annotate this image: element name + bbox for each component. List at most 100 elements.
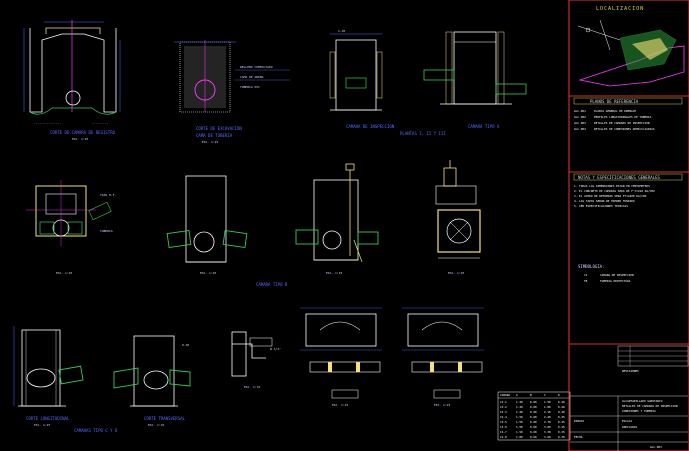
notes-list: 1. TODAS LAS DIMENSIONES ESTAN EN CENTIM… (574, 184, 655, 208)
scale-d11: ESC. 1:10 (244, 385, 260, 389)
svg-text:1.20: 1.20 (338, 29, 345, 33)
legend-code: ALC-002 (574, 115, 586, 119)
section-caption-1: PLANTAS I, II Y III (400, 131, 446, 136)
detail-tapa-2 (402, 307, 484, 399)
legend-text: PERFILES LONGITUDINALES DE TUBERIA (594, 115, 652, 119)
sheet-code: ALC-003 (650, 445, 662, 449)
table-cell: 0.20 (558, 400, 565, 404)
table-cell: 0.25 (558, 430, 565, 434)
table-cell: 0.20 (558, 410, 565, 414)
note-item: 3. EL ACERO DE REFUERZO SERA FY=4200 KG/… (574, 194, 647, 198)
table-cell: 2.40 (544, 415, 551, 419)
scale-d6: ESC. 1:25 (200, 271, 216, 275)
date-label: FECHA (574, 435, 583, 439)
table-cell: CI-5 (500, 420, 507, 424)
detail-corte-tipo-b-3 (435, 160, 481, 259)
table-cell: 0.60 (530, 410, 537, 414)
detail-tapa-1 (300, 307, 382, 399)
symbols-title: SIMBOLOGIA: (578, 264, 605, 269)
svg-text:CAMA DE ARENA: CAMA DE ARENA (240, 75, 264, 79)
svg-text:TUBERIA PVC: TUBERIA PVC (240, 85, 260, 89)
svg-text:TAPA H.F.: TAPA H.F. (100, 193, 116, 197)
table-cell: 0.60 (530, 415, 537, 419)
table-cell: 2.10 (544, 410, 551, 414)
scale-d2: ESC. 1:25 (202, 140, 218, 144)
project-name: ALCANTARILLADO SANITARIO (622, 399, 663, 403)
svg-text:---------------: --------------- (34, 121, 61, 125)
scale-d1: ESC. 1:25 (72, 137, 88, 141)
legend-code: ALC-004 (574, 127, 586, 131)
symbol-code: CI (584, 273, 588, 277)
caption-d1: CORTE DE CAMARA DE REGISTRO (50, 130, 116, 135)
sheet-title: DETALLES DE CAMARAS DE INSPECCION (622, 404, 678, 408)
table-cell: 0.60 (530, 420, 537, 424)
caption-d9: CORTE LONGITUDINAL (26, 416, 70, 421)
table-cell: 1.20 (516, 410, 523, 414)
table-cell: CI-3 (500, 410, 507, 414)
section-caption-3: CAMARAS TIPO C Y D (74, 428, 118, 433)
table-cell: CI-1 (500, 400, 507, 404)
table-cell: 0.30 (558, 435, 565, 439)
svg-text:0.20: 0.20 (182, 343, 189, 347)
scale-d9: ESC. 1:25 (34, 423, 50, 427)
caption-d10: CORTE TRANSVERSAL (144, 416, 186, 421)
detail-corte-tipo-b-1 (166, 175, 248, 263)
legend-text: PLANTA GENERAL DE DRENAJE (594, 109, 636, 113)
table-cell: 0.20 (558, 405, 565, 409)
table-cell: CI-7 (500, 430, 507, 434)
table-cell: 3.00 (544, 425, 551, 429)
table-cell: 2.70 (544, 420, 551, 424)
scale-d13: ESC. 1:25 (434, 403, 450, 407)
drawn-label: DIBUJO (574, 419, 584, 423)
note-item: 1. TODAS LAS DIMENSIONES ESTAN EN CENTIM… (574, 184, 650, 188)
scale-label: ESCALA (622, 419, 632, 423)
table-cell: 1.80 (516, 435, 523, 439)
detail-excavacion: RELLENO COMPACTADO CAMA DE ARENA TUBERIA… (174, 40, 290, 113)
note-item: 4. LAS TAPAS SERAN DE HIERRO FUNDIDO (574, 199, 635, 203)
sheet-subtitle: CONEXIONES Y TUBERIA (622, 409, 656, 413)
symbol-text: CAMARA DE INSPECCION (600, 273, 634, 277)
table-header: D (558, 393, 560, 397)
detail-planta-camara: TAPA H.F. TUBERIA (26, 180, 116, 246)
table-header: A (516, 393, 518, 397)
table-cell: 1.80 (544, 405, 551, 409)
symbol-text: TUBERIA PROYECTADA (600, 279, 631, 283)
svg-text:---------: --------- (92, 121, 108, 125)
section-caption-2: CAMARA TIPO B (256, 282, 288, 287)
table-cell: 3.60 (544, 435, 551, 439)
legend-code: ALC-001 (574, 109, 586, 113)
detail-corte-longitudinal (13, 326, 84, 407)
note-item: 5. VER ESPECIFICACIONES TECNICAS (574, 204, 628, 208)
legend-text: DETALLES DE CONEXIONES DOMICILIARIAS (594, 127, 655, 131)
detail-corte-tipo-b-2 (295, 163, 379, 263)
location-map (577, 19, 685, 87)
symbol-code: TB (584, 279, 588, 283)
caption-d4: CAMARA TIPO A (468, 124, 500, 129)
table-cell: 1.50 (516, 420, 523, 424)
detail-corte-transversal: 0.20 (113, 335, 191, 407)
table-cell: 0.25 (558, 425, 565, 429)
location-title: LOCALIZACION (596, 6, 644, 12)
scale-value: INDICADAS (622, 425, 637, 429)
table-cell: 0.25 (558, 420, 565, 424)
table-cell: CI-6 (500, 425, 507, 429)
detail-camara-tipo-a (423, 31, 527, 105)
table-cell: 0.60 (530, 430, 537, 434)
svg-text:Ø 3/4": Ø 3/4" (270, 346, 281, 351)
legend-text: DETALLES DE CAMARAS DE INSPECCION (594, 121, 650, 125)
detail-camara-registro: --------------- --------- (23, 20, 121, 125)
table-header: C (544, 393, 546, 397)
scale-d7: ESC. 1:25 (326, 271, 342, 275)
table-cell: 0.60 (530, 435, 537, 439)
scale-d10: ESC. 1:25 (148, 423, 164, 427)
table-header: CAMARA (500, 393, 510, 397)
scale-d5: ESC. 1:25 (56, 271, 72, 275)
table-cell: 0.60 (530, 400, 537, 404)
table-cell: 0.60 (530, 405, 537, 409)
table-cell: 3.30 (544, 430, 551, 434)
svg-text:TUBERIA: TUBERIA (100, 229, 113, 233)
sheet-frame (568, 0, 689, 451)
scale-d12: ESC. 1:25 (332, 403, 348, 407)
